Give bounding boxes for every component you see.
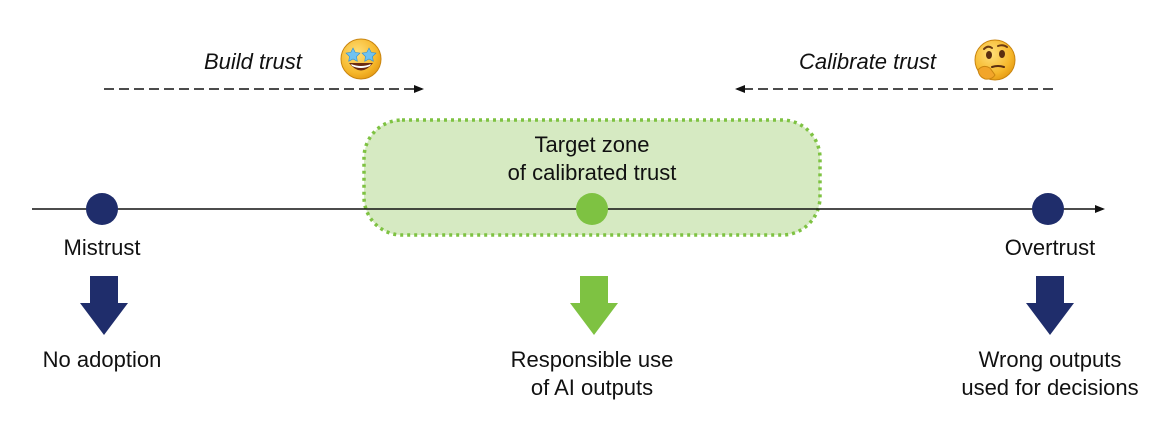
overtrust-down-arrow	[1026, 276, 1074, 335]
calibrate-trust-label: Calibrate trust	[799, 49, 936, 74]
build-trust-label: Build trust	[204, 49, 302, 74]
target-zone-title: Target zone of calibrated trust	[508, 131, 677, 187]
mistrust-down-arrow	[80, 276, 128, 335]
mistrust-label: Mistrust	[63, 235, 141, 260]
overtrust-outcome-line-1: Wrong outputs	[978, 347, 1122, 372]
target-zone	[362, 118, 822, 237]
overtrust-label: Overtrust	[1004, 235, 1096, 260]
thinking-face-icon	[974, 39, 1016, 81]
calibrated-trust-point	[576, 193, 608, 225]
overtrust-point	[1032, 193, 1064, 225]
target-zone-title-line-1: Target zone	[534, 132, 650, 157]
mistrust-point	[86, 193, 118, 225]
overtrust-outcome-line-2: used for decisions	[961, 375, 1139, 400]
calibrated-down-arrow	[570, 276, 618, 335]
calibrated-outcome: Responsible use of AI outputs	[511, 346, 674, 402]
star-struck-face-icon	[340, 38, 382, 80]
overtrust-outcome: Wrong outputs used for decisions	[961, 346, 1138, 402]
mistrust-outcome-line-1: No adoption	[42, 347, 162, 372]
mistrust-outcome: No adoption	[43, 346, 162, 374]
calibrated-outcome-line-1: Responsible use	[510, 347, 674, 372]
calibrated-outcome-line-2: of AI outputs	[530, 375, 654, 400]
target-zone-title-line-2: of calibrated trust	[507, 160, 677, 185]
